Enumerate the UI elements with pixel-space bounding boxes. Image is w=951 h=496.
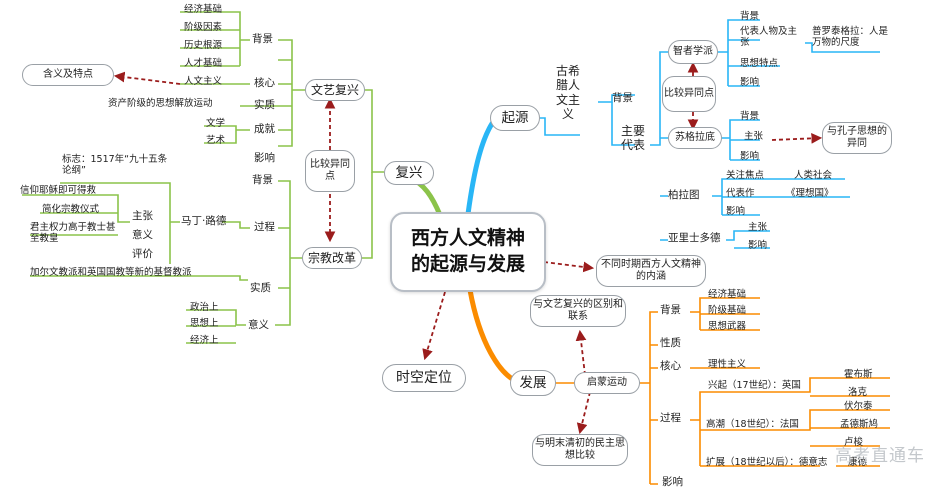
- connotation-box: 不同时期西方人文精神的内涵: [596, 255, 706, 287]
- claim-ritual: 简化宗教仪式: [42, 204, 100, 215]
- achievement-literature: 文学: [206, 118, 226, 129]
- luther-meaning: 意义: [132, 229, 153, 241]
- person-hobbes: 霍布斯: [844, 369, 873, 380]
- renaissance-compare-box: 与文艺复兴的区别和联系: [530, 295, 626, 327]
- aristotle-claims: 主张: [748, 222, 768, 233]
- plato-focus-value: 人类社会: [794, 170, 833, 181]
- branch-development: [467, 287, 517, 383]
- person-locke: 洛克: [848, 387, 868, 398]
- enlightenment-influence: 影响: [662, 476, 683, 488]
- plato-influence: 影响: [726, 206, 746, 217]
- aristotle-influence: 影响: [748, 240, 768, 251]
- enl-expand: 扩展（18世纪以后）：德意志: [706, 457, 828, 468]
- node-renaissance: 文艺复兴: [305, 79, 365, 101]
- socrates-background: 背景: [740, 111, 760, 122]
- reformation-meaning: 意义: [248, 319, 269, 331]
- node-origin: 起源: [490, 105, 540, 131]
- enl-bg-class: 阶级基础: [708, 305, 747, 316]
- node-revival: 复兴: [384, 161, 434, 185]
- enlightenment-nature: 性质: [660, 337, 681, 349]
- node-development: 发展: [510, 370, 556, 396]
- confucius-compare-box: 与孔子思想的异同: [822, 122, 892, 154]
- node-aristotle: 亚里士多德: [668, 232, 721, 244]
- enlightenment-background: 背景: [660, 304, 681, 316]
- essence-liberation: 资产阶级的思想解放运动: [108, 98, 213, 109]
- origin-background: 背景: [612, 92, 633, 104]
- meaning-thought: 思想上: [190, 318, 219, 329]
- claim-monarch: 君主权力高于教士甚至教皇: [30, 222, 116, 244]
- enlightenment-process: 过程: [660, 412, 681, 424]
- sophists-influence: 影响: [740, 77, 760, 88]
- enlightenment-core: 核心: [660, 360, 681, 372]
- center-title-line2: 的起源与发展: [410, 253, 525, 275]
- node-reformation: 宗教改革: [302, 247, 362, 269]
- bg-item-class: 阶级因素: [184, 22, 223, 33]
- enl-peak: 高潮（18世纪）：法国: [706, 419, 799, 430]
- claim-faith: 信仰耶稣即可得救: [20, 185, 97, 196]
- reformation-symbol: 标志：1517年“九十五条论纲”: [62, 154, 168, 176]
- branch-origin: [465, 115, 499, 217]
- revival-compare-box: 比较异同点: [305, 150, 355, 192]
- renaissance-background: 背景: [252, 33, 273, 45]
- renaissance-essence: 实质: [254, 99, 275, 111]
- reformation-process: 过程: [254, 221, 275, 233]
- renaissance-achievement: 成就: [254, 123, 275, 135]
- enl-bg-economy: 经济基础: [708, 289, 747, 300]
- watermark: 高考直通车: [835, 446, 925, 466]
- bg-item-talent: 人才基础: [184, 58, 223, 69]
- meaning-box: 含义及特点: [22, 64, 114, 86]
- node-luther: 马丁·路德: [181, 215, 227, 227]
- plato-work-label: 代表作: [726, 188, 755, 199]
- achievement-art: 艺术: [206, 135, 226, 146]
- person-kant: 康德: [848, 457, 868, 468]
- enl-bg-weapon: 思想武器: [708, 321, 747, 332]
- node-sophists: 智者学派: [668, 40, 718, 64]
- reformation-background: 背景: [252, 174, 273, 186]
- meaning-politics: 政治上: [190, 302, 219, 313]
- person-rousseau: 卢梭: [844, 437, 864, 448]
- node-time-space: 时空定位: [382, 364, 466, 392]
- origin-main-reps: 主要代表: [620, 124, 645, 152]
- sophists-features: 思想特点: [740, 58, 779, 69]
- protagoras: 普罗泰格拉：人是万物的尺度: [812, 26, 889, 48]
- node-enlightenment: 启蒙运动: [574, 372, 640, 394]
- enl-rise: 兴起（17世纪）：英国: [708, 380, 801, 391]
- bg-item-economy: 经济基础: [184, 4, 223, 15]
- center-title-line1: 西方人文精神: [410, 227, 525, 250]
- greek-humanism: 古希腊人文主义: [556, 64, 581, 122]
- person-voltaire: 伏尔泰: [844, 401, 873, 412]
- luther-claims: 主张: [132, 210, 153, 222]
- socrates-influence: 影响: [740, 151, 760, 162]
- renaissance-influence: 影响: [254, 152, 275, 164]
- plato-work: 《理想国》: [786, 188, 834, 199]
- sophists-background: 背景: [740, 11, 760, 22]
- reformation-essence: 实质: [250, 282, 271, 294]
- origin-compare-box: 比较异同点: [662, 76, 716, 112]
- enl-core-rationalism: 理性主义: [708, 359, 747, 370]
- sophists-reps: 代表人物及主张: [740, 26, 798, 48]
- person-montesquieu: 孟德斯鸠: [840, 419, 879, 430]
- new-churches: 加尔文教派和英国国教等新的基督教派: [30, 267, 192, 278]
- plato-focus: 关注焦点: [726, 170, 765, 181]
- luther-evaluation: 评价: [132, 248, 153, 260]
- ming-qing-compare-box: 与明末清初的民主思想比较: [532, 434, 628, 466]
- socrates-claims: 主张: [744, 131, 764, 142]
- center-topic: 西方人文精神 的起源与发展: [390, 212, 546, 292]
- bg-item-history: 历史根源: [184, 40, 223, 51]
- meaning-economy: 经济上: [190, 335, 219, 346]
- core-humanism: 人文主义: [184, 76, 223, 87]
- node-plato: 柏拉图: [668, 189, 700, 201]
- node-socrates: 苏格拉底: [668, 127, 722, 149]
- renaissance-core: 核心: [254, 77, 275, 89]
